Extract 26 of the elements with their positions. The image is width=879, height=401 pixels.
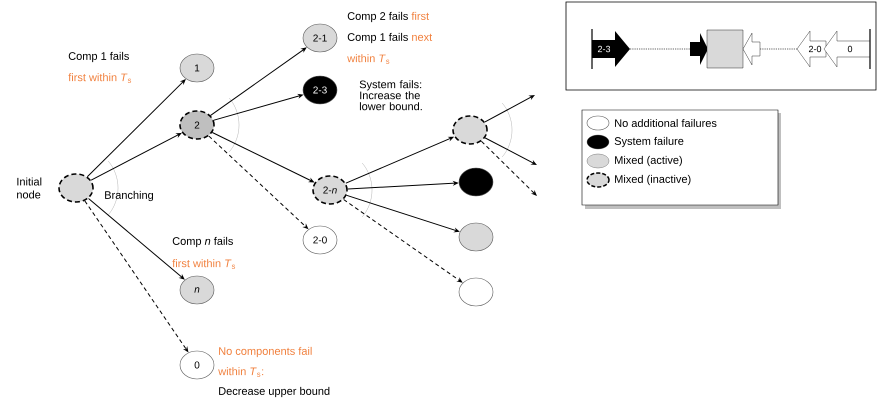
- state-description: No components fail: [219, 346, 312, 358]
- state-circle: [452, 115, 488, 145]
- state-description: within T$_{s}$:: [218, 367, 264, 377]
- legend-text: Mixed (active): [615, 156, 682, 166]
- state-description: within T$_{s}$: [347, 54, 390, 64]
- state-description: first within T$_{s}$: [68, 73, 132, 83]
- state-description: Decrease upper bound: [219, 386, 330, 398]
- legend-text: Mixed (inactive): [615, 174, 691, 186]
- state-circle: [458, 278, 494, 306]
- state-description: System fails: Increase the lower bound.: [360, 80, 422, 110]
- branching-label: Branching: [105, 190, 154, 202]
- state-description: Comp 1 fails next: [348, 32, 432, 44]
- state-description: Comp 2 fails first: [348, 12, 430, 22]
- label: 2-0: [808, 46, 822, 52]
- state-description: Comp n fails: [172, 236, 233, 248]
- legend-text: No additional failures: [615, 118, 716, 128]
- interval-drawing: 2-3 2-0 0: [566, 2, 876, 90]
- state-description: first within T$_{s}$: [172, 259, 236, 269]
- state-description: Comp 1 fails: [68, 52, 129, 62]
- legend-text: System failure: [614, 136, 684, 148]
- node-label: Initial node: [17, 177, 42, 199]
- label: 2-3: [598, 46, 610, 52]
- label: 0: [848, 46, 852, 52]
- arrow: [480, 140, 537, 196]
- state-circle: [458, 222, 494, 252]
- state-circle: [458, 168, 494, 196]
